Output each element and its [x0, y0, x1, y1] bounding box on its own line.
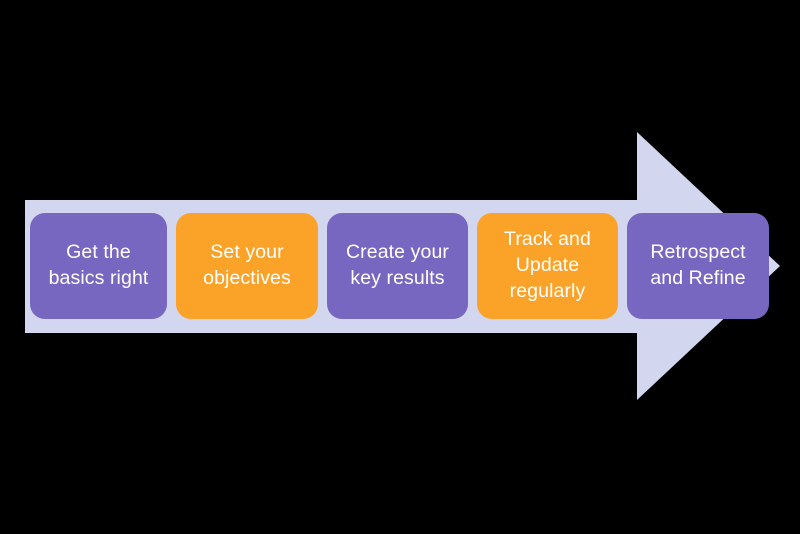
- process-step-1-label: Get the basics right: [48, 241, 149, 289]
- process-steps-row: Get the basics right Set your objectives…: [30, 213, 772, 319]
- process-step-5[interactable]: Retrospect and Refine: [627, 213, 769, 319]
- process-step-3-label: Create your key results: [346, 241, 449, 289]
- process-step-3[interactable]: Create your key results: [327, 213, 468, 319]
- process-step-4[interactable]: Track and Update regularly: [477, 213, 618, 319]
- process-step-2-label: Set your objectives: [203, 241, 291, 289]
- process-step-2[interactable]: Set your objectives: [176, 213, 318, 319]
- process-step-5-label: Retrospect and Refine: [650, 241, 746, 289]
- process-step-1[interactable]: Get the basics right: [30, 213, 167, 319]
- process-step-4-label: Track and Update regularly: [504, 228, 591, 302]
